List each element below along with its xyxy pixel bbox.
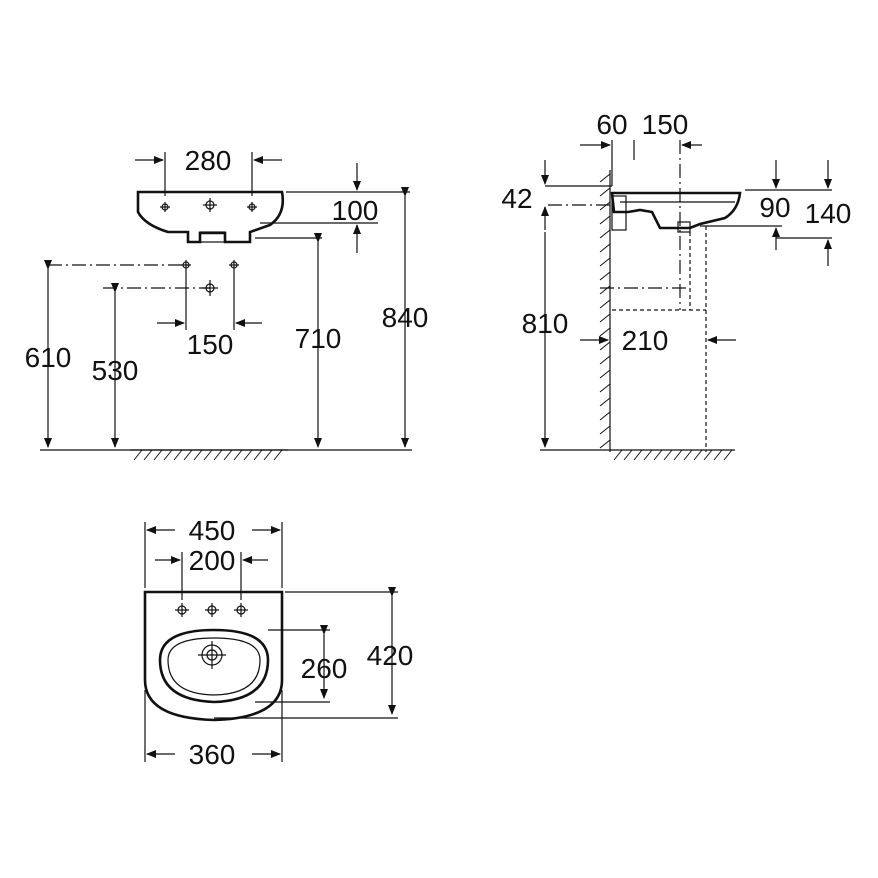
side-floor-hatching xyxy=(613,449,733,461)
dim-rim-height: 810 xyxy=(522,308,569,339)
wall-fixing-hole-right xyxy=(229,260,239,270)
dim-wall-hole-spacing: 150 xyxy=(187,329,234,360)
wall-hatching xyxy=(599,173,611,449)
front-tap-hole-left xyxy=(160,202,170,212)
dim-width: 450 xyxy=(189,515,236,546)
dim-bowl-depth-top: 260 xyxy=(301,653,348,684)
dim-waste-projection: 210 xyxy=(622,325,669,356)
top-tap-hole-right xyxy=(234,603,248,617)
front-overflow-slot xyxy=(199,231,226,243)
dim-tap-offset: 150 xyxy=(642,109,689,140)
side-view: 60 150 42 810 90 140 210 xyxy=(501,109,852,461)
dim-total-height: 840 xyxy=(382,302,429,333)
dim-bowl-depth: 90 xyxy=(759,192,790,223)
side-bracket xyxy=(611,195,627,231)
side-waste-outlet xyxy=(677,221,691,233)
front-tap-hole-right xyxy=(247,202,257,212)
dim-tap-spacing: 280 xyxy=(185,145,232,176)
dim-depth: 420 xyxy=(367,640,414,671)
dim-overflow-drop: 42 xyxy=(501,183,532,214)
side-basin-outline xyxy=(610,191,742,230)
top-tap-hole-left xyxy=(175,603,189,617)
dim-wall-offset: 60 xyxy=(596,109,627,140)
top-tap-hole-center xyxy=(205,603,219,617)
front-view: 280 100 710 840 150 xyxy=(25,145,429,461)
dim-wall-hole-height-upper: 610 xyxy=(25,342,72,373)
top-basin-outline xyxy=(143,590,284,722)
dim-wall-hole-height-lower: 530 xyxy=(92,355,139,386)
wall-fixing-hole-left xyxy=(181,260,191,270)
front-tap-hole-center xyxy=(203,198,217,212)
dim-bowl-width: 360 xyxy=(189,739,236,770)
top-view: 450 200 260 420 360 xyxy=(143,515,414,770)
top-bowl-outline xyxy=(158,628,270,704)
dim-basin-depth: 140 xyxy=(805,198,852,229)
front-basin-outline xyxy=(136,190,285,244)
dim-tap-holes-spacing: 200 xyxy=(189,545,236,576)
waste-hole-center xyxy=(202,280,218,296)
front-floor-hatching xyxy=(133,449,283,461)
dim-overflow-height: 710 xyxy=(295,323,342,354)
dim-rim-thickness: 100 xyxy=(332,195,379,226)
top-drain xyxy=(198,641,226,669)
